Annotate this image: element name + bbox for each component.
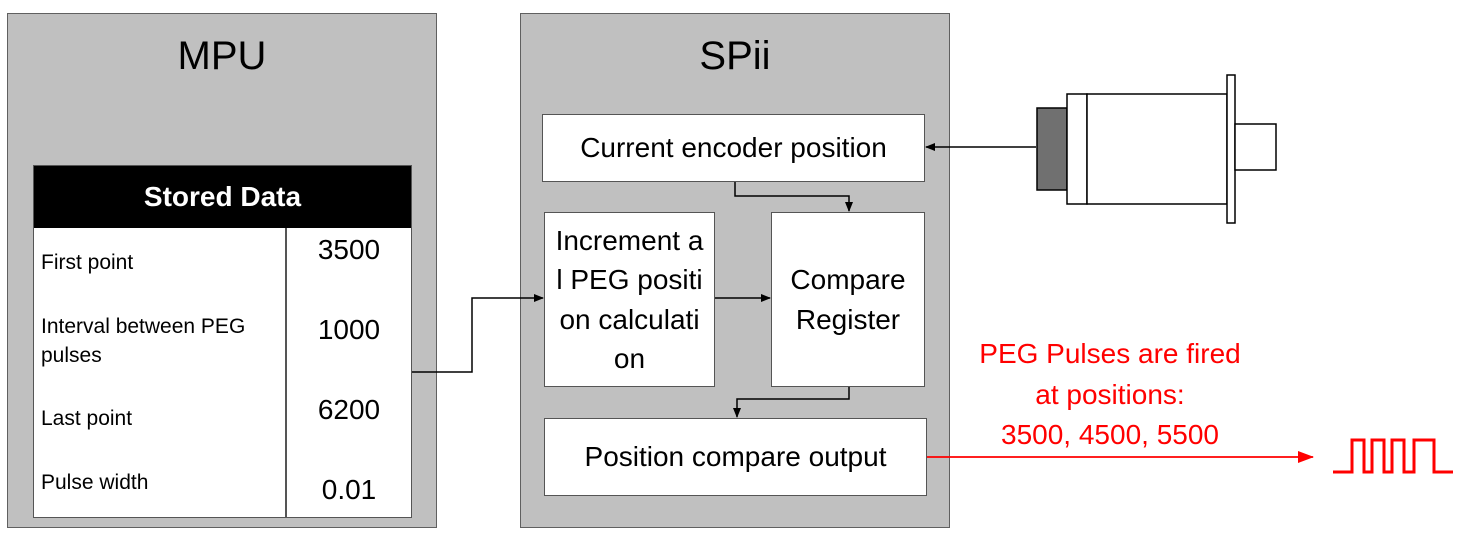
row-label-pulse-width: Pulse width (41, 471, 149, 494)
note-line-3: 3500, 4500, 5500 (1001, 419, 1219, 451)
table-divider (285, 228, 287, 517)
pulse-train-icon (1333, 438, 1453, 474)
compare-register-box: Compare Register (771, 212, 925, 387)
row-value-first-point: 3500 (317, 234, 381, 265)
encoder-position-box: Current encoder position (542, 114, 925, 182)
table-header: Stored Data (34, 166, 411, 228)
row-label-first-point: First point (41, 251, 134, 274)
motor-icon (1036, 74, 1277, 224)
note-line-1: PEG Pulses are fired (979, 338, 1241, 369)
note-line-2: at positions: (1035, 378, 1185, 410)
arrow-encoder-to-compare (734, 182, 853, 212)
stored-data-table: Stored Data First point 3500 Interval be… (33, 165, 412, 518)
arrow-table-to-incremental (412, 294, 544, 373)
row-label-interval: Interval between PEG pulses (41, 315, 246, 368)
mpu-title: MPU (177, 34, 267, 78)
row-value-pulse-width: 0.01 (321, 474, 377, 505)
peg-pulses-note: PEG Pulses are fired at positions: 3500,… (950, 334, 1270, 456)
row-value-last-point: 6200 (317, 394, 381, 425)
row-label-last-point: Last point (41, 407, 133, 430)
arrow-compare-to-output (733, 387, 850, 418)
row-value-interval: 1000 (317, 314, 381, 345)
spii-title: SPii (699, 34, 771, 78)
incremental-peg-box: Increment al PEG position calculation (544, 212, 715, 387)
position-compare-output-box: Position compare output (544, 418, 927, 496)
